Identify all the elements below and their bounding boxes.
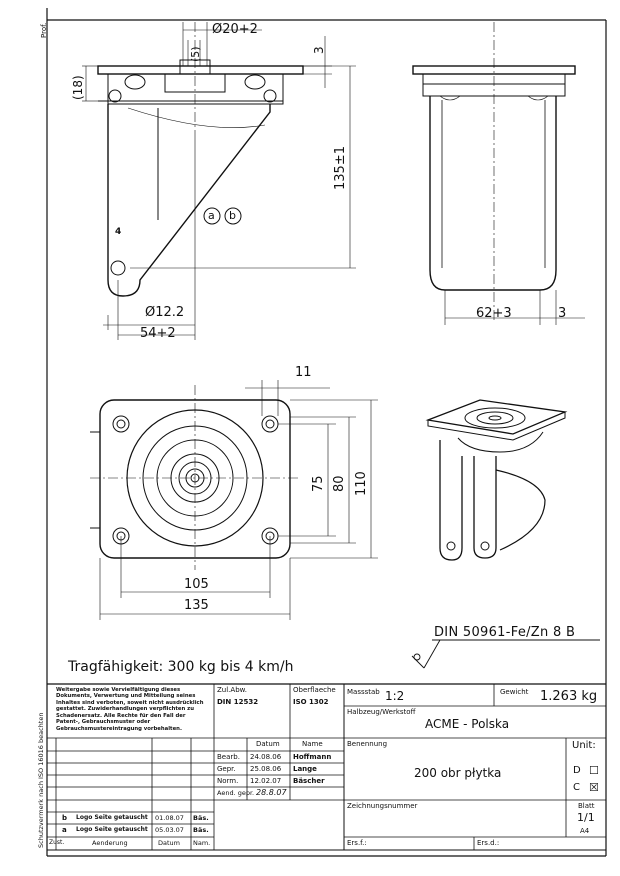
rev-header-datum: Datum: [158, 839, 180, 847]
ers-d-label: Ers.d.:: [477, 839, 500, 847]
row-gepr-label: Gepr.: [217, 765, 236, 773]
surface-value: ISO 1302: [293, 698, 329, 706]
label-a: a: [208, 209, 215, 222]
row-norm-name: Bäscher: [293, 777, 325, 785]
unit-d-checkbox[interactable]: ☐: [589, 764, 599, 777]
row-bearb-label: Bearb.: [217, 753, 240, 761]
row-gepr-date: 25.08.06: [250, 765, 282, 773]
date-header: Datum: [256, 740, 280, 748]
dim-seventy-five: 75: [311, 475, 326, 492]
ers-f-label: Ers.f.:: [347, 839, 367, 847]
dim-eighteen: (18): [71, 75, 85, 100]
side-view: [82, 22, 356, 340]
dim-one-oh-five: 105: [184, 577, 209, 592]
dim-width-fork: 62+3: [476, 306, 512, 321]
rev-b-date: 01.08.07: [155, 814, 184, 822]
dim-three-side: 3: [558, 306, 567, 321]
rev-a-name: Bäs.: [193, 826, 209, 834]
drawing-number-label: Zeichnungsnummer: [347, 802, 418, 810]
row-norm-label: Norm.: [217, 777, 239, 785]
scale-label: Massstab: [347, 688, 380, 696]
front-view: [412, 22, 585, 325]
rev-a-text: Logo Seite getauscht: [76, 826, 148, 833]
dim-height: 135±1: [333, 146, 348, 190]
material-label: Halbzeug/Werkstoff: [347, 708, 416, 716]
row-aend-label: Aend. gepr.: [217, 789, 255, 797]
designation-label: Benennung: [347, 740, 388, 748]
copyright-notice: Weitergabe sowie Vervielfältigung dieses…: [56, 687, 204, 732]
dim-one-thirty-five: 135: [184, 598, 209, 613]
margin-prof: Prof.: [40, 22, 48, 38]
dim-offset: 54+2: [140, 326, 176, 341]
surface-label: Oberflaeche: [293, 686, 336, 694]
dim-diameter-hole: Ø12.2: [145, 305, 185, 320]
rev-b-text: Logo Seite getauscht: [76, 814, 148, 821]
label-b: b: [229, 209, 236, 222]
dim-five: (5): [189, 46, 202, 62]
rev-header-nam: Nam.: [193, 839, 211, 847]
weight-value: 1.263 kg: [540, 689, 598, 704]
drawing-frame: [46, 8, 607, 857]
unit-c-checkbox[interactable]: ☒: [589, 781, 599, 794]
designation-value: 200 obr płytka: [414, 766, 502, 780]
rev-header-zust: Zust.: [49, 839, 65, 846]
dim-eleven: 11: [295, 365, 312, 380]
sheet-label: Blatt: [578, 802, 595, 810]
row-bearb-name: Hoffmann: [293, 753, 332, 761]
top-view: [90, 380, 378, 620]
row-aend-date: 28.8.07: [256, 788, 287, 797]
row-norm-date: 12.02.07: [250, 777, 282, 785]
isometric-view: [425, 399, 568, 561]
zul-abw-label: Zul.Abw.: [217, 686, 247, 694]
dim-eighty: 80: [332, 475, 347, 492]
scale-value: 1:2: [385, 689, 405, 703]
material-value: ACME - Polska: [425, 717, 510, 731]
sheet-value: 1/1: [577, 811, 595, 824]
format-value: A4: [580, 827, 590, 835]
rev-a-code: a: [62, 826, 67, 834]
dim-three-top: 3: [312, 46, 326, 54]
rev-a-date: 05.03.07: [155, 826, 184, 834]
row-bearb-date: 24.08.06: [250, 753, 282, 761]
rev-b-code: b: [62, 814, 68, 822]
weight-label: Gewicht: [500, 688, 529, 696]
unit-label: Unit:: [572, 740, 596, 751]
rev-b-name: Bäs.: [193, 814, 209, 822]
din-note: DIN 50961-Fe/Zn 8 B: [434, 625, 576, 640]
margin-protection-note: Schutzvermerk nach ISO 16016 beachten: [37, 712, 45, 848]
zul-abw-value: DIN 12532: [217, 698, 259, 706]
name-header: Name: [302, 740, 323, 748]
capacity-note: Tragfähigkeit: 300 kg bis 4 km/h: [68, 659, 294, 675]
label-four: 4: [115, 227, 122, 237]
unit-d-label: D: [573, 765, 581, 776]
surface-symbol: [411, 639, 600, 669]
unit-c-label: C: [573, 782, 580, 793]
dim-one-ten: 110: [354, 471, 369, 496]
dim-diameter-plate: Ø20+2: [212, 22, 258, 37]
rev-header-aenderung: Aenderung: [92, 839, 128, 847]
row-gepr-name: Lange: [293, 765, 317, 773]
